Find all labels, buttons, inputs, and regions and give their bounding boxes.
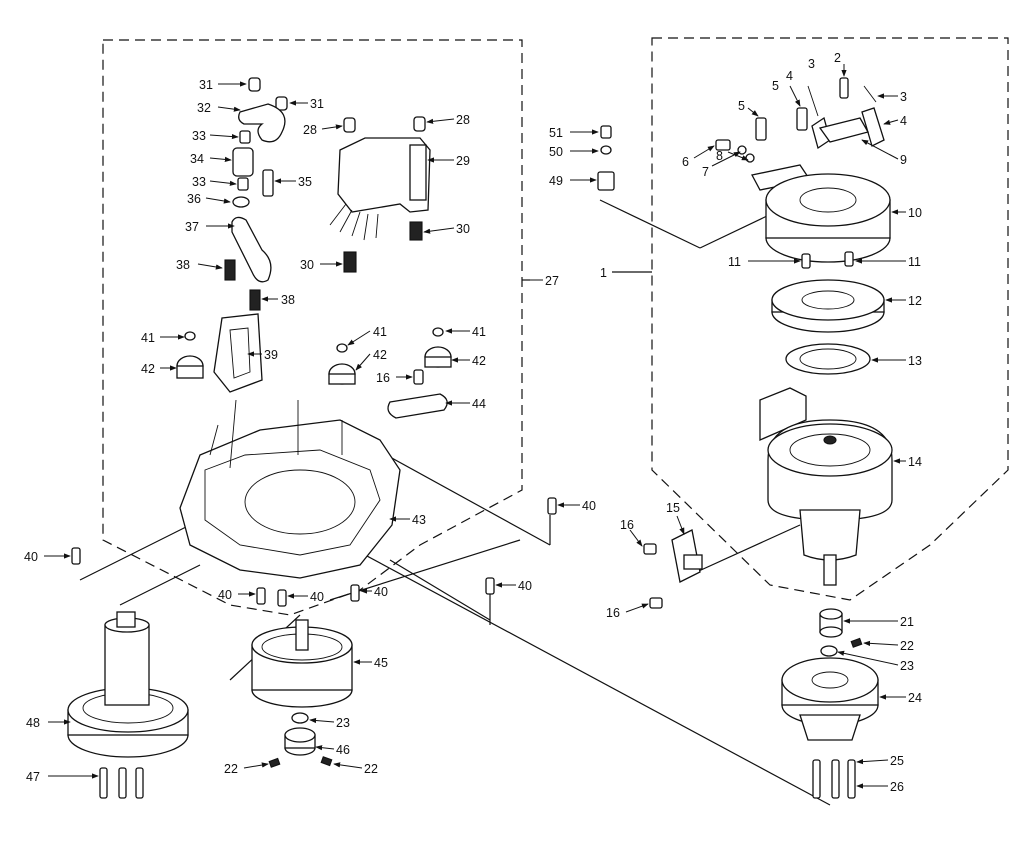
part-label-46: 46 [336,743,350,757]
part-label-9: 9 [900,153,907,167]
part-label-3: 3 [900,90,907,104]
part-label-42: 42 [472,354,486,368]
part-label-6: 6 [682,155,689,169]
part-label-30: 30 [456,222,470,236]
part-label-45: 45 [374,656,388,670]
part-label-28: 28 [456,113,470,127]
part-label-24: 24 [908,691,922,705]
part-label-10: 10 [908,206,922,220]
part-label-8: 8 [716,149,723,163]
part-label-51: 51 [549,126,563,140]
part-label-4: 4 [786,69,793,83]
callout-leaders [44,64,906,789]
part-label-41: 41 [141,331,155,345]
part-label-3: 3 [808,57,815,71]
part-label-43: 43 [412,513,426,527]
part-label-1: 1 [600,266,607,280]
part-label-16: 16 [376,371,390,385]
part-label-48: 48 [26,716,40,730]
pulley-48 [67,611,189,799]
part-label-5: 5 [772,79,779,93]
part-label-30: 30 [300,258,314,272]
part-label-15: 15 [666,501,680,515]
flywheel-45 [251,619,353,768]
part-label-40: 40 [310,590,324,604]
part-label-32: 32 [197,101,211,115]
part-label-26: 26 [890,780,904,794]
part-label-11: 11 [728,255,741,269]
part-number-labels: 31 31 32 33 34 33 35 36 37 38 38 39 41 4… [24,51,922,794]
part-label-34: 34 [190,152,204,166]
part-label-40: 40 [24,550,38,564]
part-label-42: 42 [373,348,387,362]
part-label-13: 13 [908,354,922,368]
right-assembly-parts [597,77,893,799]
part-label-28: 28 [303,123,317,137]
part-label-4: 4 [900,114,907,128]
part-label-41: 41 [472,325,486,339]
part-label-47: 47 [26,770,40,784]
part-label-35: 35 [298,175,312,189]
part-label-21: 21 [900,615,914,629]
part-label-7: 7 [702,165,709,179]
part-label-38: 38 [281,293,295,307]
part-label-39: 39 [264,348,278,362]
assembly-1-frame [651,37,1009,601]
part-label-33: 33 [192,129,206,143]
part-label-16: 16 [606,606,620,620]
part-label-31: 31 [310,97,324,111]
part-label-37: 37 [185,220,199,234]
part-label-12: 12 [908,294,922,308]
part-label-40: 40 [518,579,532,593]
part-label-41: 41 [373,325,387,339]
part-label-5: 5 [738,99,745,113]
part-label-23: 23 [900,659,914,673]
part-label-16: 16 [620,518,634,532]
part-label-2: 2 [834,51,841,65]
part-label-50: 50 [549,145,563,159]
part-label-22: 22 [900,639,914,653]
part-label-38: 38 [176,258,190,272]
part-label-14: 14 [908,455,922,469]
part-label-23: 23 [336,716,350,730]
part-label-22: 22 [364,762,378,776]
part-label-33: 33 [192,175,206,189]
part-label-40: 40 [582,499,596,513]
part-label-31: 31 [199,78,213,92]
part-label-40: 40 [218,588,232,602]
part-label-27: 27 [545,274,559,288]
part-label-42: 42 [141,362,155,376]
part-label-40: 40 [374,585,388,599]
part-label-29: 29 [456,154,470,168]
part-label-44: 44 [472,397,486,411]
part-label-36: 36 [187,192,201,206]
left-assembly-parts [71,77,557,607]
part-label-25: 25 [890,754,904,768]
part-label-49: 49 [549,174,563,188]
part-label-11: 11 [908,255,921,269]
part-label-22: 22 [224,762,238,776]
